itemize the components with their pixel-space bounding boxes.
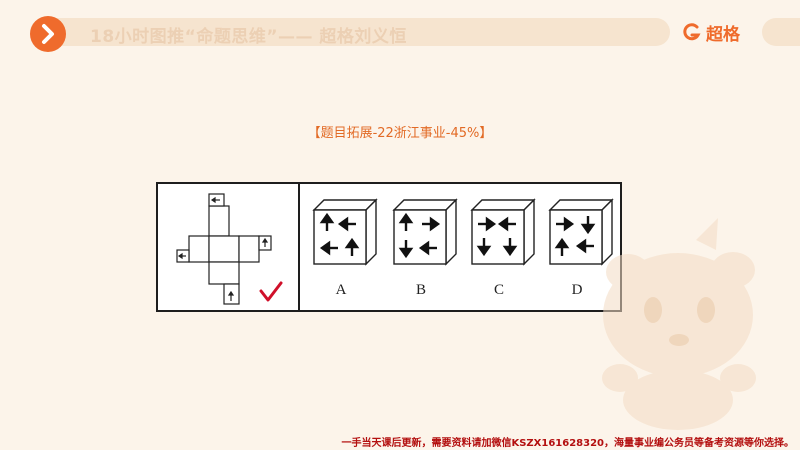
footer-note: 一手当天课后更新，需要资料请加微信KSZX161628320，海量事业编公务员等…	[341, 438, 794, 449]
cube-net-diagram	[176, 193, 272, 305]
chevron-right-icon	[42, 24, 54, 44]
brand-logo-icon	[683, 23, 701, 41]
brand: 超格	[682, 18, 742, 46]
cube-d-icon	[548, 198, 614, 266]
option-b[interactable]: B	[392, 198, 462, 303]
mascot-watermark-icon	[602, 218, 756, 430]
option-c[interactable]: C	[470, 198, 540, 303]
option-label: C	[493, 282, 504, 298]
option-label: D	[571, 282, 583, 298]
question-tag: 【题目拓展-22浙江事业-45%】	[307, 126, 493, 141]
title-bar	[30, 18, 670, 46]
option-d[interactable]: D	[548, 198, 618, 303]
option-label: A	[335, 282, 347, 298]
course-title: 18小时图推“命题思维”—— 超格刘义恒	[90, 27, 407, 47]
play-button[interactable]	[30, 16, 66, 52]
brand-pill	[762, 18, 800, 46]
header: 18小时图推“命题思维”—— 超格刘义恒 超格	[0, 0, 800, 70]
option-label: B	[415, 282, 426, 298]
option-a[interactable]: A	[312, 198, 382, 303]
cube-b-icon	[392, 198, 458, 266]
cube-c-icon	[470, 198, 536, 266]
brand-name: 超格	[706, 24, 740, 45]
question-panel: A B	[156, 182, 622, 312]
checkmark-icon	[259, 281, 283, 302]
panel-divider	[298, 184, 300, 310]
cube-a-icon	[312, 198, 378, 266]
